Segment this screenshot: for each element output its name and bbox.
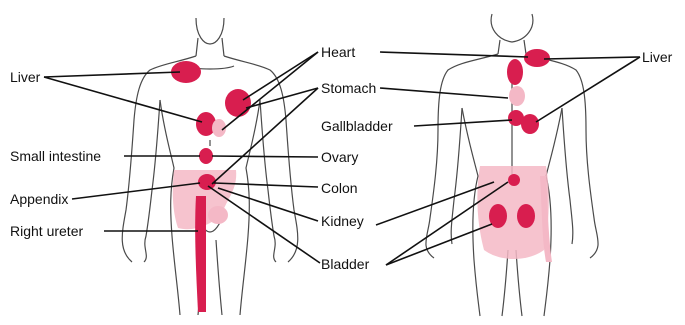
- leader-gallbladder: [414, 120, 512, 126]
- front-pain-zones: [171, 61, 251, 312]
- leader-stomach-back: [380, 88, 508, 98]
- back-bladder-zone: [508, 174, 520, 186]
- leader-ovary: [212, 156, 318, 157]
- label-liver-right: Liver: [642, 49, 672, 65]
- front-small-intestine-zone: [199, 148, 213, 164]
- back-liver-zone: [521, 114, 539, 134]
- back-left-arm-inner: [451, 108, 462, 244]
- back-heart-zone: [507, 59, 523, 85]
- front-bladder-zone: [208, 206, 228, 224]
- back-shoulder-zone: [524, 49, 550, 67]
- label-appendix: Appendix: [10, 191, 68, 207]
- label-colon: Colon: [321, 180, 358, 196]
- back-right-kidney-zone: [517, 204, 535, 228]
- leader-heart-back: [380, 52, 528, 57]
- leader-liver-right-b: [536, 57, 640, 122]
- label-kidney: Kidney: [321, 213, 364, 229]
- back-body-figure: [426, 14, 598, 316]
- leader-bladder-back-b: [386, 224, 492, 265]
- back-stomach-zone: [509, 86, 525, 106]
- back-head-outline: [491, 14, 533, 42]
- label-stomach: Stomach: [321, 80, 376, 96]
- front-right-arm-inner: [260, 100, 276, 262]
- label-small-intestine: Small intestine: [10, 148, 101, 164]
- back-right-arm-inner: [562, 108, 573, 244]
- label-right-ureter: Right ureter: [10, 223, 83, 239]
- leader-bladder-front: [208, 186, 320, 263]
- label-bladder: Bladder: [321, 256, 369, 272]
- front-neck-outline: [196, 38, 224, 56]
- front-heart-zone: [225, 89, 251, 117]
- back-inner-legs: [502, 250, 522, 316]
- front-right-arm-outer: [224, 56, 298, 262]
- label-liver-left: Liver: [10, 69, 40, 85]
- leader-liver-left-b: [44, 77, 202, 122]
- label-heart: Heart: [321, 44, 355, 60]
- leader-heart-a: [243, 52, 318, 100]
- label-ovary: Ovary: [321, 149, 358, 165]
- front-body-figure: [122, 18, 298, 315]
- front-left-arm-inner: [144, 100, 160, 262]
- back-pain-zones: [477, 49, 552, 262]
- leader-liver-left-a: [44, 72, 180, 77]
- label-gallbladder: Gallbladder: [321, 118, 393, 134]
- leader-liver-right-a: [544, 57, 640, 59]
- front-right-ureter-zone: [195, 196, 206, 312]
- front-right-torso-leg: [240, 100, 260, 315]
- front-chin-outline: [196, 18, 224, 44]
